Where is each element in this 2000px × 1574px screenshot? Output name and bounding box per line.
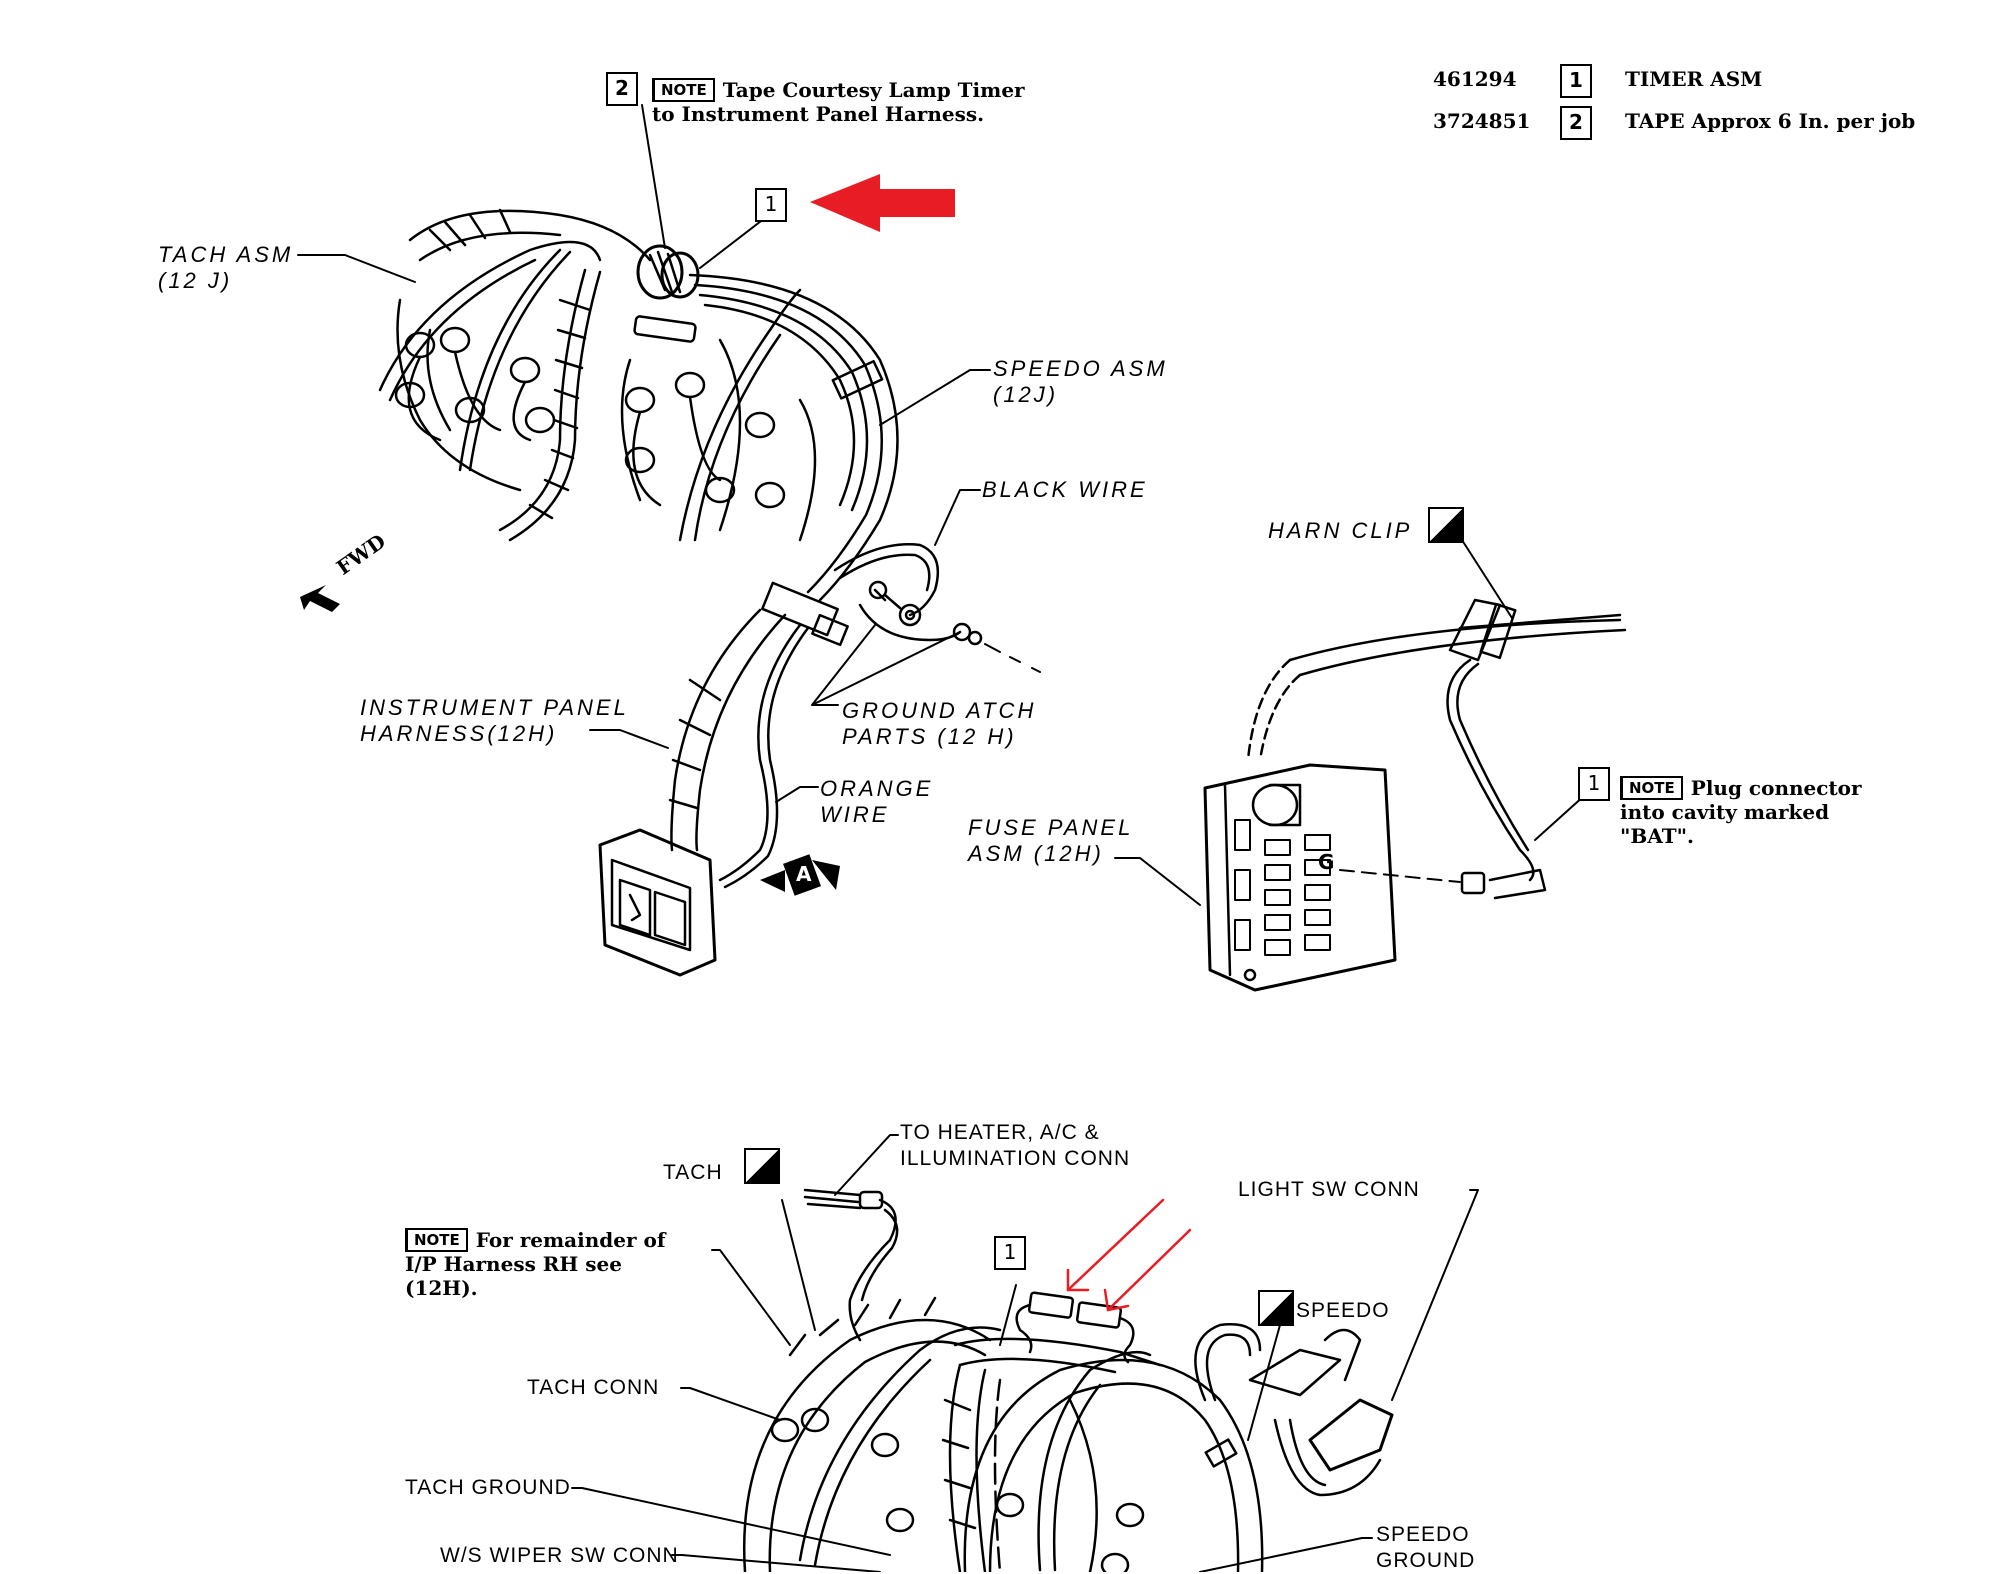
- legend-row-tape: 3724851: [1433, 106, 1530, 136]
- label-black-wire: BLACK WIRE: [982, 477, 1148, 502]
- label-line: TACH ASM: [158, 242, 294, 267]
- note-line: into cavity marked: [1620, 800, 1830, 824]
- label-line: GROUND: [1376, 1549, 1476, 1572]
- label-line: GROUND ATCH: [842, 698, 1037, 723]
- label-speedo: SPEEDO: [1296, 1299, 1390, 1322]
- view-marker-letter: A: [796, 862, 812, 886]
- speedo-cluster-drawing: [620, 273, 1041, 673]
- callout-box-1: 1: [1560, 64, 1592, 98]
- label-line: PARTS (12 H): [842, 724, 1017, 749]
- callout-box-1: 1: [994, 1236, 1026, 1270]
- note-line: to Instrument Panel Harness.: [652, 102, 985, 126]
- tach-cluster-drawing: [378, 208, 652, 542]
- label-fuse-panel-asm: FUSE PANEL ASM (12H): [968, 815, 1133, 867]
- label-line: SPEEDO: [1376, 1523, 1470, 1546]
- cluster-rear-terminals: [770, 1407, 1145, 1572]
- label-line: FUSE PANEL: [968, 815, 1134, 840]
- label-line: ILLUMINATION CONN: [900, 1147, 1131, 1170]
- part-description: TIMER ASM: [1625, 67, 1763, 91]
- callout-box-2: 2: [606, 72, 638, 106]
- tach-connector-terminals: [394, 326, 556, 442]
- speedo-connector-terminals: [624, 371, 786, 509]
- view-a-marker-icon: [760, 854, 840, 896]
- label-harn-clip: HARN CLIP: [1268, 518, 1413, 543]
- label-line: (12J): [993, 382, 1059, 407]
- red-annotation-arrows: [1066, 1198, 1192, 1312]
- label-line: SPEEDO ASM: [993, 356, 1168, 381]
- red-pointer-arrow-icon: [810, 174, 955, 232]
- speedo-clip-symbol-icon: [1258, 1290, 1294, 1326]
- label-tach-asm: TACH ASM (12 J): [158, 242, 293, 294]
- label-orange-wire: ORANGE WIRE: [820, 776, 933, 828]
- label-line: (12 J): [158, 268, 233, 293]
- label-line: INSTRUMENT PANEL: [360, 695, 629, 720]
- label-ws-wiper-sw-conn: W/S WIPER SW CONN: [440, 1544, 679, 1567]
- label-line: ASM (12H): [968, 841, 1104, 866]
- part-description: TAPE Approx 6 In. per job: [1625, 109, 1916, 133]
- top-view-leader-lines: [297, 104, 991, 803]
- label-speedo-ground: SPEEDO GROUND: [1376, 1522, 1475, 1574]
- callout-box-2: 2: [1560, 106, 1592, 140]
- callout-box-1: 1: [755, 188, 787, 222]
- tach-clip-symbol-icon: [744, 1148, 780, 1184]
- timer-asm-drawing: [633, 244, 700, 343]
- fwd-arrow-icon: [300, 585, 340, 612]
- label-ground-atch-parts: GROUND ATCH PARTS (12 H): [842, 698, 1036, 750]
- right-note: NOTE Plug connector into cavity marked "B…: [1620, 776, 1862, 848]
- label-light-sw-conn: LIGHT SW CONN: [1238, 1178, 1420, 1201]
- instrument-panel-harness-drawing: [598, 581, 849, 977]
- fuse-cavities: [1234, 819, 1331, 956]
- label-tach-ground: TACH GROUND: [405, 1476, 571, 1499]
- bottom-view-leader-lines: [571, 1134, 1479, 1572]
- label-line: TO HEATER, A/C &: [900, 1121, 1100, 1144]
- note-tag: NOTE: [1620, 776, 1683, 800]
- label-instrument-panel-harness: INSTRUMENT PANEL HARNESS(12H): [360, 695, 629, 747]
- callout-box-1: 1: [1578, 767, 1610, 801]
- note-line: Tape Courtesy Lamp Timer: [722, 78, 1025, 102]
- right-view-leader-lines: [1114, 539, 1586, 906]
- cluster-rear-drawing: [743, 1188, 1394, 1572]
- note-line: Plug connector: [1690, 776, 1862, 800]
- label-tach: TACH: [663, 1161, 723, 1184]
- note-line: I/P Harness RH see: [405, 1252, 622, 1276]
- label-to-heater-ac-illumination-conn: TO HEATER, A/C & ILLUMINATION CONN: [900, 1120, 1130, 1172]
- note-tag: NOTE: [652, 78, 715, 102]
- label-line: WIRE: [820, 802, 890, 827]
- label-speedo-asm: SPEEDO ASM (12J): [993, 356, 1168, 408]
- fuse-panel-drawing: [1203, 598, 1627, 992]
- part-number: 461294: [1433, 67, 1517, 91]
- fuse-cavity-letter: G: [1318, 850, 1335, 874]
- label-line: HARNESS(12H): [360, 721, 558, 746]
- note-line: "BAT".: [1620, 824, 1695, 848]
- top-note: NOTE Tape Courtesy Lamp Timer to Instrume…: [652, 78, 1025, 126]
- note-tag: NOTE: [405, 1228, 468, 1252]
- harn-clip-symbol-icon: [1428, 507, 1464, 543]
- label-line: ORANGE: [820, 776, 934, 801]
- part-number: 3724851: [1433, 109, 1531, 133]
- note-line: For remainder of: [475, 1228, 666, 1252]
- note-line: (12H).: [405, 1276, 478, 1300]
- label-tach-conn: TACH CONN: [527, 1376, 660, 1399]
- legend-row-timer: 461294: [1433, 64, 1517, 94]
